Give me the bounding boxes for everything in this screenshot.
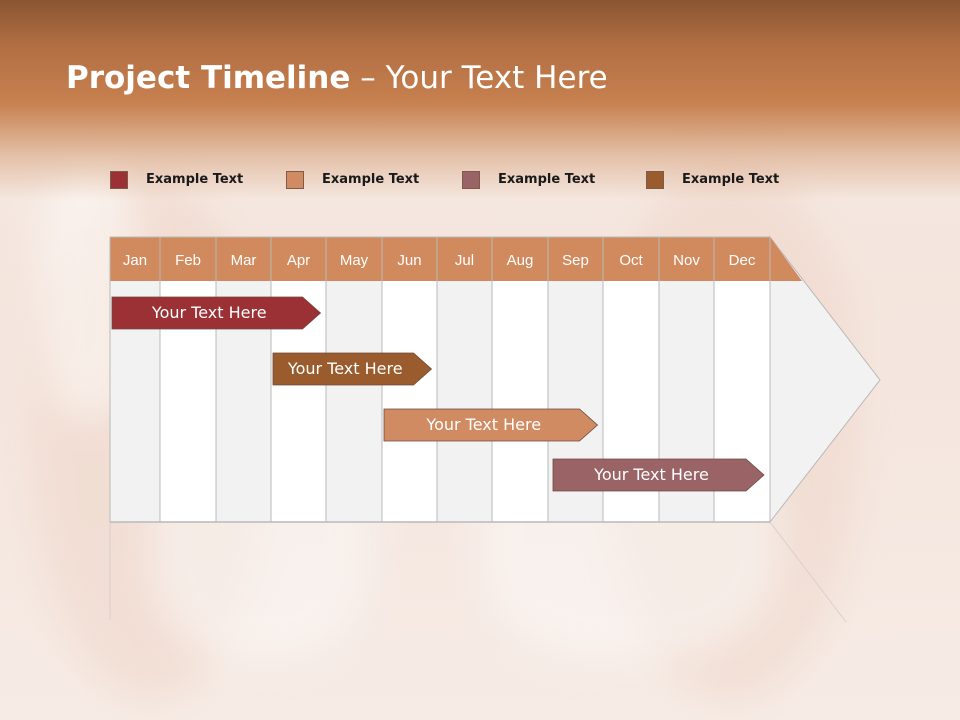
month-header-cell — [326, 237, 382, 281]
slide-title-main: Project Timeline — [66, 60, 351, 96]
task-bar-label: Your Text Here — [425, 415, 541, 434]
slide-title[interactable]: Project Timeline – Your Text Here — [66, 60, 608, 96]
task-bar-label: Your Text Here — [151, 303, 267, 322]
legend-swatch — [646, 171, 664, 189]
task-bar[interactable] — [272, 352, 433, 386]
month-column — [437, 281, 492, 522]
month-label: May — [340, 252, 369, 269]
task-bar[interactable] — [552, 458, 765, 492]
header-band — [0, 0, 960, 200]
legend-swatch — [462, 171, 480, 189]
legend-label: Example Text — [682, 172, 780, 187]
task-bar-label: Your Text Here — [593, 465, 709, 484]
month-header-cell — [437, 237, 492, 281]
legend-label: Example Text — [146, 172, 244, 187]
month-header-cell — [160, 237, 216, 281]
month-header-cell — [216, 237, 271, 281]
month-header-cell — [548, 237, 603, 281]
month-label: Oct — [619, 252, 643, 269]
task-bar[interactable] — [111, 296, 322, 330]
month-label: Jan — [123, 252, 147, 269]
month-header-cell — [492, 237, 548, 281]
month-header-cell — [659, 237, 714, 281]
slide-title-rest: – Your Text Here — [350, 60, 608, 96]
legend-label: Example Text — [498, 172, 596, 187]
grid-lines — [109, 236, 771, 523]
month-column — [382, 281, 437, 522]
month-header-cell — [603, 237, 659, 281]
legend-swatch — [110, 171, 128, 189]
month-header-cell — [714, 237, 770, 281]
month-header-cell — [271, 237, 326, 281]
month-header-cell — [110, 237, 160, 281]
reflection-line — [769, 521, 847, 623]
month-label: Mar — [231, 252, 257, 269]
timeline-arrow-head — [109, 235, 881, 623]
legend-swatch — [286, 171, 304, 189]
month-label: Jul — [455, 252, 474, 269]
month-label: Jun — [397, 252, 421, 269]
task-bar[interactable] — [383, 408, 599, 442]
month-label: Nov — [673, 252, 700, 269]
month-label: Apr — [287, 252, 310, 269]
arrow-head-header — [770, 237, 802, 281]
month-label: Aug — [507, 252, 534, 269]
month-header-cell — [382, 237, 437, 281]
month-column — [326, 281, 382, 522]
task-bar-label: Your Text Here — [287, 359, 403, 378]
month-column — [492, 281, 548, 522]
month-label: Dec — [729, 252, 756, 269]
legend-label: Example Text — [322, 172, 420, 187]
month-label: Sep — [562, 252, 589, 269]
month-header-row: Jan Feb Mar Apr May Jun Jul Aug Sep Oct Nov Dec — [110, 237, 770, 281]
month-label: Feb — [175, 252, 201, 269]
